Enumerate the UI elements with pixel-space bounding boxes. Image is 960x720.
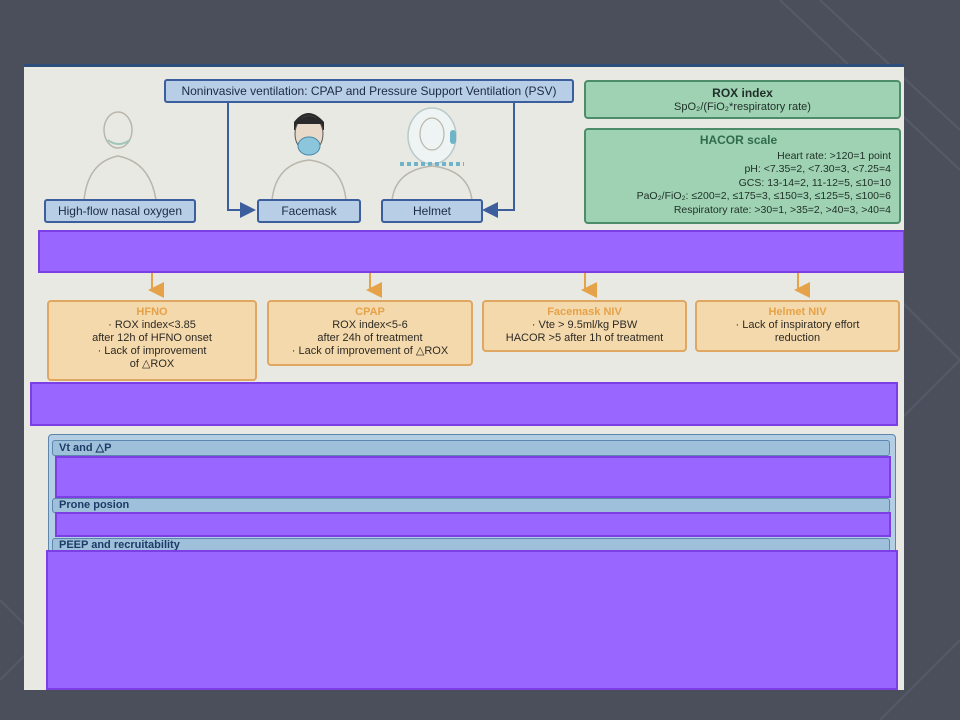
- hfno-criteria-line: · ROX index<3.85: [108, 319, 196, 331]
- redacted-block: [55, 512, 891, 537]
- hacor-title: HACOR scale: [699, 133, 778, 147]
- hacor-scale-box: HACOR scale Heart rate: >120=1 point pH:…: [584, 128, 901, 224]
- hfno-criteria-line: · Lack of improvement: [97, 345, 207, 357]
- hfno-device-label: High-flow nasal oxygen: [57, 204, 183, 218]
- vt-section-header: Vt and △P: [52, 440, 890, 456]
- rox-title: ROX index: [712, 85, 773, 100]
- redacted-block: [46, 550, 898, 690]
- facemask-niv-criteria-box: Facemask NIV · Vte > 9.5ml/kg PBW HACOR …: [482, 300, 687, 352]
- flow-connectors: [148, 102, 810, 298]
- cpap-criteria-line: ROX index<5-6: [332, 319, 408, 331]
- document-page: Noninvasive ventilation: CPAP and Pressu…: [24, 64, 904, 690]
- hfno-patient-illustration: [83, 111, 157, 200]
- niv-title-box: Noninvasive ventilation: CPAP and Pressu…: [164, 79, 574, 103]
- cpap-criteria-title: CPAP: [355, 306, 385, 318]
- helmet-device-box: Helmet: [381, 199, 483, 223]
- helmet-niv-criteria-line: · Lack of inspiratory effort: [735, 319, 860, 331]
- cpap-criteria-box: CPAP ROX index<5-6 after 24h of treatmen…: [267, 300, 473, 366]
- helmet-patient-illustration: [391, 107, 473, 200]
- hfno-device-box: High-flow nasal oxygen: [44, 199, 196, 223]
- facemask-device-box: Facemask: [257, 199, 361, 223]
- rox-index-box: ROX index SpO₂/(FiO₂*respiratory rate): [584, 80, 901, 119]
- prone-section-header: Prone posion: [52, 498, 890, 513]
- vt-section-label: Vt and △P: [59, 442, 112, 454]
- cpap-criteria-line: · Lack of improvement of △ROX: [291, 345, 449, 357]
- facemask-patient-illustration: [271, 113, 347, 200]
- facemask-device-label: Facemask: [281, 204, 337, 218]
- helmet-device-label: Helmet: [412, 204, 451, 218]
- redacted-block: [38, 230, 904, 273]
- facemask-niv-criteria-title: Facemask NIV: [547, 306, 622, 318]
- hfno-criteria-box: HFNO · ROX index<3.85 after 12h of HFNO …: [47, 300, 257, 381]
- helmet-niv-criteria-box: Helmet NIV · Lack of inspiratory effort …: [695, 300, 900, 352]
- hacor-line-gcs: GCS: 13-14=2, 11-12=5, ≤10=10: [738, 176, 891, 189]
- hacor-line-pao2: PaO₂/FiO₂: ≤200=2, ≤175=3, ≤150=3, ≤125=…: [636, 190, 891, 202]
- helmet-niv-criteria-line: reduction: [774, 332, 821, 344]
- rox-formula: SpO₂/(FiO₂*respiratory rate): [674, 100, 811, 113]
- helmet-niv-criteria-title: Helmet NIV: [768, 306, 827, 318]
- hfno-criteria-line: of △ROX: [129, 358, 175, 370]
- peep-section-label: PEEP and recruitability: [59, 539, 180, 551]
- redacted-block: [55, 456, 891, 498]
- hacor-line-ph: pH: <7.35=2, <7.30=3, <7.25=4: [744, 163, 891, 175]
- prone-section-label: Prone posion: [59, 499, 130, 511]
- hfno-criteria-line: after 12h of HFNO onset: [92, 332, 212, 344]
- facemask-niv-criteria-line: · Vte > 9.5ml/kg PBW: [531, 319, 638, 331]
- hfno-criteria-title: HFNO: [136, 306, 168, 318]
- niv-title: Noninvasive ventilation: CPAP and Pressu…: [181, 84, 557, 98]
- top-rule: [24, 64, 904, 67]
- hacor-line-heart-rate: Heart rate: >120=1 point: [777, 149, 891, 162]
- facemask-niv-criteria-line: HACOR >5 after 1h of treatment: [505, 332, 664, 344]
- hacor-line-respiratory-rate: Respiratory rate: >30=1, >35=2, >40=3, >…: [673, 203, 891, 216]
- cpap-criteria-line: after 24h of treatment: [317, 332, 423, 344]
- redacted-block: [30, 382, 898, 426]
